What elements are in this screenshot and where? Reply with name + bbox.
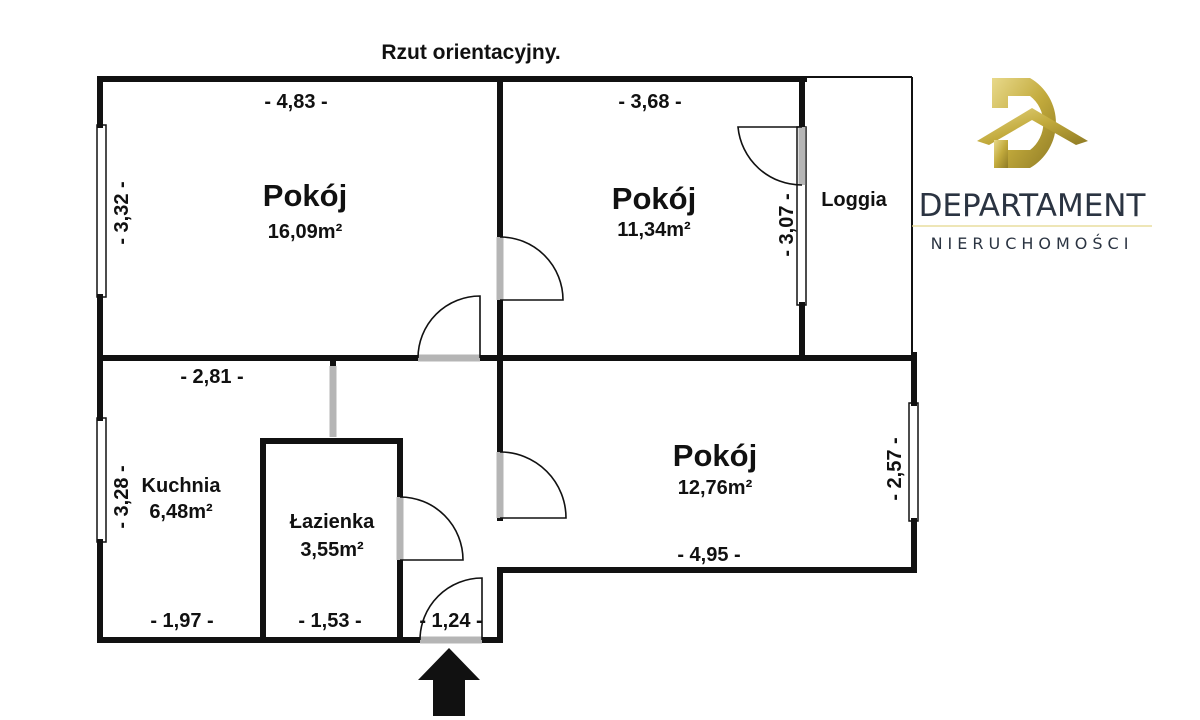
window-room1 (96, 124, 107, 298)
dim-room1-height: - 3,32 - (111, 181, 133, 244)
door-room3 (496, 451, 567, 519)
brand-tagline: NIERUCHOMOŚCI (931, 234, 1134, 253)
kitchen-area: 6,48m² (149, 501, 213, 523)
room1-name: Pokój (263, 178, 347, 213)
plan-title: Rzut orientacyjny. (381, 41, 560, 64)
dim-room1-width: - 4,83 - (264, 91, 327, 113)
brand-name: DEPARTAMENT (919, 188, 1147, 224)
loggia-name: Loggia (821, 189, 887, 211)
window-kitchen (96, 417, 107, 543)
dim-room2-width: - 3,68 - (618, 91, 681, 113)
dim-room3-height: - 2,57 - (884, 437, 906, 500)
entrance-arrow-icon (418, 648, 480, 716)
dim-hall-bottom: - 1,24 - (419, 610, 482, 632)
door-room2 (496, 236, 564, 301)
dim-kitchen-top: - 2,81 - (180, 366, 243, 388)
door-loggia (737, 126, 806, 186)
door-bathroom (396, 496, 464, 561)
doors (329, 126, 806, 644)
dim-room3-width: - 4,95 - (677, 544, 740, 566)
dim-kitchen-bottom: - 1,97 - (150, 610, 213, 632)
company-logo: DEPARTAMENT NIERUCHOMOŚCI (912, 78, 1152, 253)
dim-kitchen-height: - 3,28 - (111, 465, 133, 528)
room3-area: 12,76m² (678, 477, 753, 499)
house-d-logo-icon (977, 78, 1088, 168)
kitchen-name: Kuchnia (142, 475, 222, 497)
room2-name: Pokój (612, 181, 696, 216)
room2-area: 11,34m² (617, 219, 691, 241)
bathroom-area: 3,55m² (300, 539, 364, 561)
door-entrance (419, 577, 483, 644)
dim-bathroom-bottom: - 1,53 - (298, 610, 361, 632)
walls (97, 76, 917, 643)
door-room1 (417, 295, 481, 362)
dim-room2-height: - 3,07 - (776, 193, 798, 256)
room1-area: 16,09m² (268, 221, 343, 243)
bathroom-name: Łazienka (290, 511, 375, 533)
room3-name: Pokój (673, 438, 757, 473)
window-room3 (908, 402, 919, 522)
